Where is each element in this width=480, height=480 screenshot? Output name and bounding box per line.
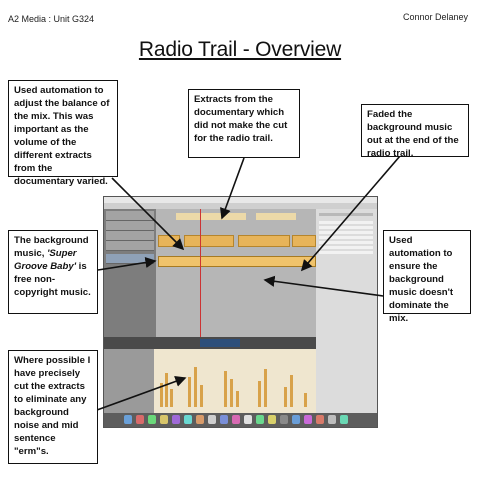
- waveform: [258, 381, 261, 407]
- waveform: [290, 375, 293, 407]
- window-titlebar: [104, 203, 377, 209]
- dock-icon[interactable]: [340, 415, 348, 424]
- track-header[interactable]: [106, 254, 154, 264]
- waveform: [160, 383, 163, 407]
- lcd-display: [200, 339, 240, 347]
- track-header[interactable]: [106, 211, 154, 221]
- menu-bar: [104, 197, 377, 203]
- dock-icon[interactable]: [292, 415, 300, 424]
- callout-text: The background music,: [14, 235, 89, 259]
- extract-region[interactable]: [238, 235, 290, 247]
- dock-icon[interactable]: [304, 415, 312, 424]
- playhead[interactable]: [200, 209, 201, 339]
- waveform: [165, 373, 168, 407]
- unit-label: A2 Media : Unit G324: [8, 14, 95, 24]
- unused-extract-region[interactable]: [176, 213, 246, 220]
- arrow: [300, 155, 401, 272]
- dock-icon[interactable]: [268, 415, 276, 424]
- callout-faded: Faded the background music out at the en…: [361, 104, 469, 159]
- waveform: [236, 391, 239, 407]
- arrow: [263, 275, 384, 297]
- dock-icon[interactable]: [316, 415, 324, 424]
- song-title: 'Super Groove Baby': [14, 248, 77, 272]
- waveform: [170, 389, 173, 407]
- dock-icon[interactable]: [148, 415, 156, 424]
- callout-cut-extracts: Where possible I have precisely cut the …: [8, 350, 98, 464]
- waveform: [200, 385, 203, 407]
- list-item[interactable]: [319, 226, 373, 229]
- unused-extract-region[interactable]: [256, 213, 296, 220]
- waveform: [224, 371, 227, 407]
- list-item[interactable]: [319, 251, 373, 254]
- waveform: [194, 367, 197, 407]
- arrow: [97, 256, 157, 271]
- arrow: [96, 376, 187, 411]
- dock-icon[interactable]: [124, 415, 132, 424]
- waveform: [304, 393, 307, 407]
- dock-icon[interactable]: [244, 415, 252, 424]
- callout-text: is free non-copyright music.: [14, 261, 91, 298]
- arrow: [111, 177, 185, 251]
- list-item[interactable]: [319, 246, 373, 249]
- dock-icon[interactable]: [160, 415, 168, 424]
- extract-region[interactable]: [184, 235, 234, 247]
- callout-text: Used automation to ensure the background…: [389, 235, 454, 324]
- list-item[interactable]: [319, 221, 373, 224]
- list-item[interactable]: [319, 236, 373, 239]
- waveform: [230, 379, 233, 407]
- dock-icon[interactable]: [184, 415, 192, 424]
- dock-icon[interactable]: [220, 415, 228, 424]
- waveform: [284, 387, 287, 407]
- dock-icon[interactable]: [136, 415, 144, 424]
- media-browser: [316, 209, 377, 419]
- callout-text: Where possible I have precisely cut the …: [14, 355, 91, 457]
- track-header[interactable]: [106, 241, 154, 251]
- waveform: [264, 369, 267, 407]
- waveform: [188, 377, 191, 407]
- callout-background-music: The background music, 'Super Groove Baby…: [8, 230, 98, 314]
- background-music-region[interactable]: [158, 256, 316, 267]
- callout-automation-balance: Used automation to adjust the balance of…: [8, 80, 118, 187]
- dock-icon[interactable]: [208, 415, 216, 424]
- arrange-area[interactable]: [156, 209, 316, 337]
- track-headers: [104, 209, 156, 337]
- dock-icon[interactable]: [328, 415, 336, 424]
- dock-icon[interactable]: [280, 415, 288, 424]
- callout-automation-dominate: Used automation to ensure the background…: [383, 230, 471, 324]
- dock-icon[interactable]: [256, 415, 264, 424]
- extract-region[interactable]: [292, 235, 316, 247]
- dock-icon[interactable]: [196, 415, 204, 424]
- track-header[interactable]: [106, 231, 154, 241]
- arrow: [220, 157, 245, 220]
- dock-icon[interactable]: [232, 415, 240, 424]
- list-item[interactable]: [319, 241, 373, 244]
- track-header[interactable]: [106, 221, 154, 231]
- page-title: Radio Trail - Overview: [138, 38, 342, 61]
- callout-extracts-cut: Extracts from the documentary which did …: [188, 89, 300, 158]
- media-browser-tab[interactable]: [319, 213, 373, 216]
- dock-icon[interactable]: [172, 415, 180, 424]
- callout-text: Faded the background music out at the en…: [367, 109, 459, 159]
- author-name: Connor Delaney: [402, 12, 468, 22]
- callout-text: Used automation to adjust the balance of…: [14, 85, 110, 187]
- editor-panel: [104, 349, 154, 413]
- waveform-editor[interactable]: [154, 349, 316, 413]
- list-item[interactable]: [319, 231, 373, 234]
- callout-text: Extracts from the documentary which did …: [194, 94, 288, 144]
